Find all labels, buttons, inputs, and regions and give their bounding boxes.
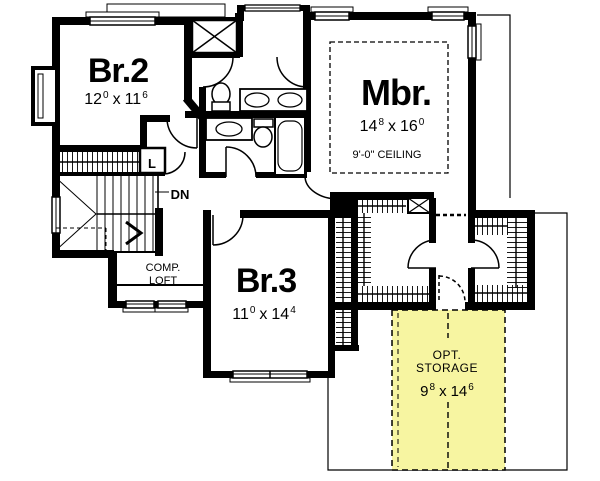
- staircase: [53, 175, 169, 253]
- vanity-hall-bath: [205, 117, 253, 141]
- door-shower-room: [276, 56, 308, 88]
- door-opt-storage: [438, 275, 466, 303]
- window-loft-2: [154, 300, 189, 313]
- door-br3: [212, 214, 244, 246]
- vanity-master: [239, 88, 308, 112]
- left-wic-hatch: [358, 200, 429, 302]
- door-hall-bath: [225, 146, 257, 178]
- window-stair-left: [51, 196, 61, 234]
- right-wic-hatch: [475, 218, 527, 302]
- window-bath-bump: [244, 4, 301, 12]
- closet-hatching: [58, 152, 527, 345]
- chase-box-top: [190, 18, 239, 55]
- door-br2: [166, 117, 198, 149]
- toilet-master: [211, 82, 231, 112]
- storage-label-line1: OPT.: [433, 348, 462, 362]
- door-right-wic: [470, 239, 500, 269]
- bathtub: [274, 116, 306, 176]
- doors: [162, 56, 500, 303]
- door-linen: [162, 151, 186, 175]
- stair-direction-arrow: [125, 220, 144, 246]
- comp-loft-label-line2: LOFT: [149, 275, 177, 287]
- linen-label: L: [148, 156, 156, 171]
- door-left-wic: [407, 239, 437, 269]
- window-mbr-right: [467, 23, 482, 61]
- mbr-ceiling-outline: [329, 41, 449, 174]
- roof-outline: [327, 14, 568, 471]
- comp-loft-label-line1: COMP.: [146, 262, 181, 274]
- br3-closet-hatch: [336, 218, 351, 345]
- stairs-dn-label: DN: [171, 187, 190, 202]
- chase-box-closet: [407, 197, 431, 214]
- toilet-hall-bath: [253, 118, 274, 148]
- window-loft-1: [122, 300, 157, 313]
- storage-label-line2: STORAGE: [416, 361, 478, 375]
- hall-closet-hatch: [58, 152, 140, 172]
- door-master-bath: [202, 56, 234, 88]
- chase-boxes: [190, 18, 431, 214]
- linen-closet-box: [138, 146, 167, 175]
- walls: [52, 5, 535, 378]
- window-mbr-top-right: [431, 11, 465, 21]
- window-mbr-top-left: [314, 11, 350, 21]
- opt-storage-area: [391, 309, 506, 471]
- window-br3-bottom: [229, 370, 311, 383]
- window-bay-br2: [31, 66, 59, 126]
- br3-label: Br.3: [236, 262, 296, 300]
- mbr-label: Mbr.: [361, 72, 431, 113]
- window-br2-top: [89, 16, 156, 26]
- br2-label: Br.2: [88, 52, 148, 90]
- bath-fixtures: [205, 82, 308, 176]
- mbr-ceiling-note: 9'-0" CEILING: [353, 149, 422, 161]
- door-mbr: [304, 175, 339, 200]
- windows: [31, 3, 482, 383]
